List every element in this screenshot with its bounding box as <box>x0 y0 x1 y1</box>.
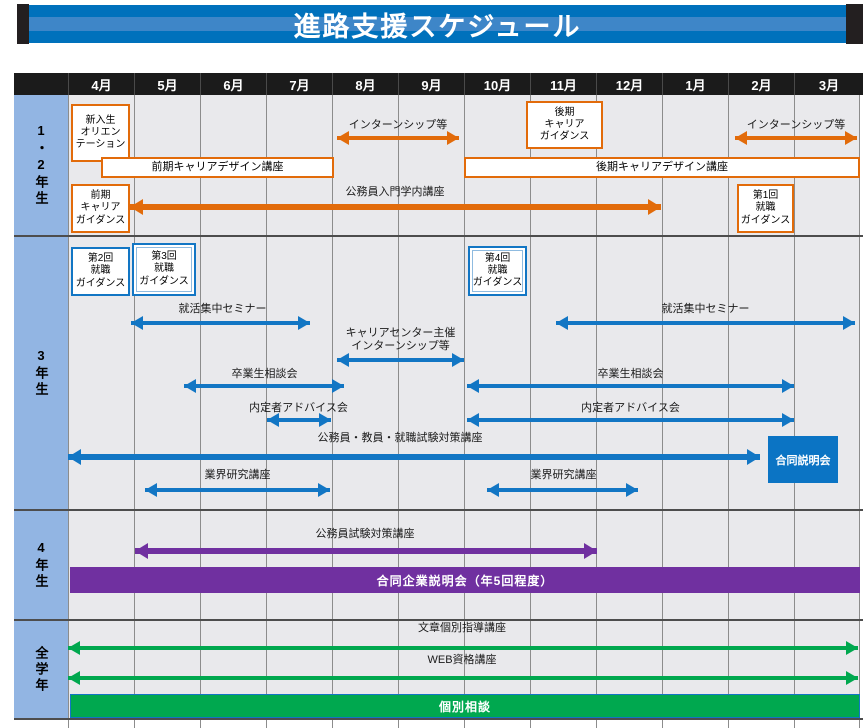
month-header-row: 4月 5月 6月 7月 8月 9月 10月 11月 12月 1月 2月 3月 <box>14 73 863 95</box>
event-label-sotsugyo-2: 卒業生相談会 <box>597 368 664 380</box>
title-end-cap-left <box>17 4 29 44</box>
event-label-cc-internship: キャリアセンター主催 インターンシップ等 <box>345 327 456 352</box>
arrow-shukatsu-seminar-2 <box>556 316 855 330</box>
arrow-bunshou <box>68 641 858 655</box>
page-title: 進路支援スケジュール <box>293 11 582 42</box>
month-sep: 9月 <box>398 73 464 95</box>
grade-group-1-2: 1・2年生 <box>14 95 68 235</box>
event-label-shukatsu-seminar-2: 就活集中セミナー <box>661 303 750 315</box>
grade-group-4: 4年生 <box>14 511 68 619</box>
month-dec: 12月 <box>596 73 662 95</box>
event-label-naitei-2: 内定者アドバイス会 <box>581 402 680 414</box>
arrow-internship-late <box>735 131 857 145</box>
arrow-koumuin-nyumon <box>130 199 661 215</box>
arrow-koumuin-kyouin <box>68 449 760 465</box>
arrow-cc-internship <box>337 353 464 367</box>
section-divider <box>14 619 863 621</box>
grade-label-3: 3年生 <box>33 348 49 398</box>
month-jun: 6月 <box>200 73 266 95</box>
arrow-sotsugyo-2 <box>467 379 794 393</box>
arrow-naitei-2 <box>467 413 794 427</box>
arrow-gyoukai-1 <box>145 483 330 497</box>
event-box-guidance-4: 第4回 就職 ガイダンス <box>468 246 527 296</box>
event-label-web-shikaku: WEB資格講座 <box>427 654 497 666</box>
event-label-naitei-1: 内定者アドバイス会 <box>249 402 348 414</box>
title-bar: 進路支援スケジュール <box>29 5 846 43</box>
month-mar: 3月 <box>794 73 863 95</box>
section-divider <box>14 718 863 720</box>
event-box-guidance-1: 第1回 就職 ガイダンス <box>737 184 794 233</box>
event-box-guidance-2: 第2回 就職 ガイダンス <box>71 247 130 296</box>
month-may: 5月 <box>134 73 200 95</box>
event-box-kouki-career-design: 後期キャリアデザイン講座 <box>464 157 860 178</box>
section-divider <box>14 235 863 237</box>
event-bar-goudou-kigyou: 合同企業説明会（年5回程度） <box>70 567 860 593</box>
event-label-sotsugyo-1: 卒業生相談会 <box>231 368 298 380</box>
arrow-sotsugyo-1 <box>184 379 344 393</box>
event-label-internship-early: インターンシップ等 <box>348 119 448 131</box>
event-label-internship-late: インターンシップ等 <box>746 119 846 131</box>
month-grid-tail <box>68 720 860 728</box>
event-box-kouki-guidance: 後期 キャリア ガイダンス <box>526 101 603 149</box>
event-box-zenki-guidance: 前期 キャリア ガイダンス <box>71 184 130 233</box>
month-nov: 11月 <box>530 73 596 95</box>
event-bar-kobetsu-soudan: 個別相談 <box>70 694 860 718</box>
month-jul: 7月 <box>266 73 332 95</box>
grade-label-1-2: 1・2年生 <box>33 123 49 207</box>
grade-group-all: 全学年 <box>14 621 68 718</box>
event-box-zenki-career-design: 前期キャリアデザイン講座 <box>101 157 334 178</box>
arrow-gyoukai-2 <box>487 483 638 497</box>
grade-label-all: 全学年 <box>33 645 49 694</box>
month-jan: 1月 <box>662 73 728 95</box>
month-feb: 2月 <box>728 73 794 95</box>
month-header-corner <box>14 73 68 95</box>
arrow-shukatsu-seminar-1 <box>131 316 310 330</box>
arrow-web-shikaku <box>68 671 858 685</box>
event-label-gyoukai-1: 業界研究講座 <box>204 469 271 481</box>
event-label-koumuin-nyumon: 公務員入門学内講座 <box>345 186 445 198</box>
grade-label-4: 4年生 <box>33 540 49 590</box>
event-box-orientation: 新入生 オリエン テーション <box>71 104 130 162</box>
event-label-koumuin-shiken: 公務員試験対策講座 <box>315 528 415 540</box>
event-box-goudou-setsumeikai: 合同説明会 <box>768 436 838 483</box>
month-apr: 4月 <box>68 73 134 95</box>
arrow-internship-early <box>337 131 459 145</box>
event-label-shukatsu-seminar-1: 就活集中セミナー <box>178 303 267 315</box>
month-oct: 10月 <box>464 73 530 95</box>
month-aug: 8月 <box>332 73 398 95</box>
title-end-cap-right <box>846 4 863 44</box>
event-label-bunshou: 文章個別指導講座 <box>418 622 506 634</box>
event-label-gyoukai-2: 業界研究講座 <box>530 469 597 481</box>
section-divider <box>14 509 863 511</box>
arrow-koumuin-shiken <box>135 543 597 559</box>
arrow-naitei-1 <box>267 413 331 427</box>
event-box-guidance-3: 第3回 就職 ガイダンス <box>132 243 196 296</box>
grade-group-3: 3年生 <box>14 237 68 509</box>
event-label-koumuin-kyouin: 公務員・教員・就職試験対策講座 <box>317 432 483 444</box>
